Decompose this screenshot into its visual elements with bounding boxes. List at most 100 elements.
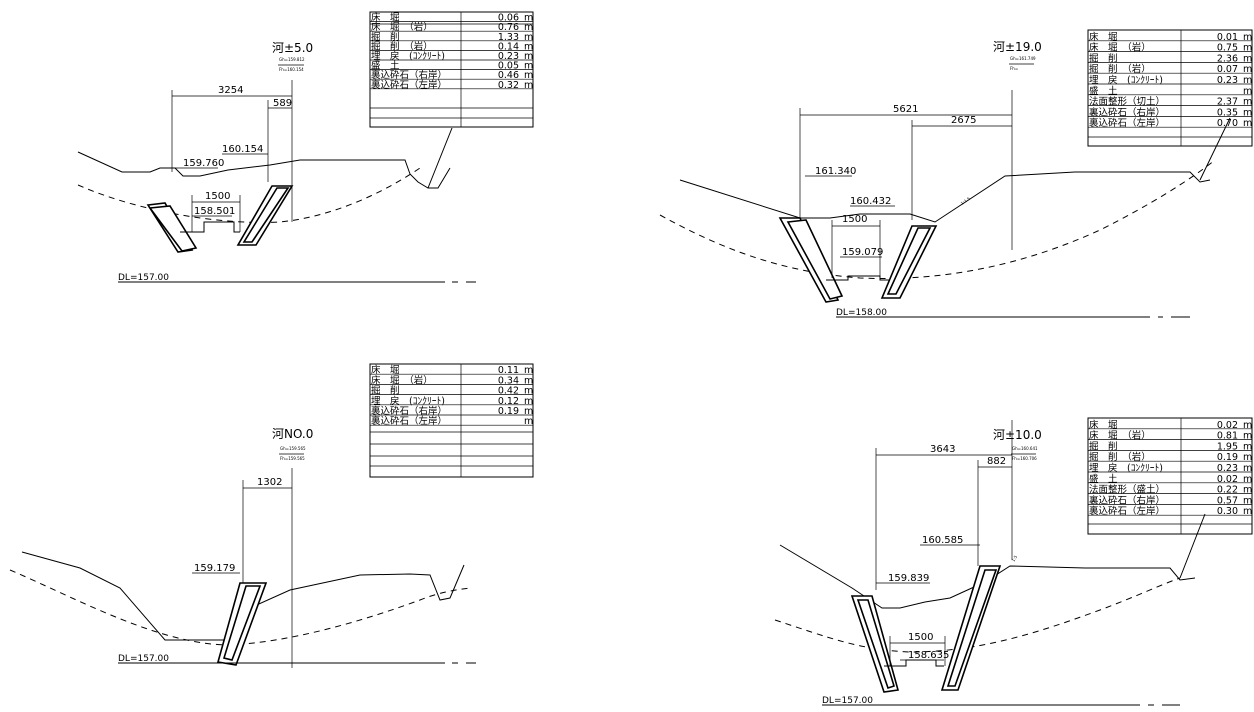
table-item-value: 0.30 bbox=[1217, 506, 1238, 517]
table-item-value: 0.42 bbox=[498, 386, 519, 397]
table-item-value: 0.81 bbox=[1217, 431, 1238, 442]
elev-top-right: 160.585 bbox=[922, 535, 963, 546]
table-item-label: 床 堀 bbox=[371, 12, 400, 24]
right-wall-inner bbox=[242, 187, 290, 243]
table-item-unit: m bbox=[1243, 97, 1252, 108]
table-item-value: 1.33 bbox=[498, 32, 519, 43]
dim-bottom: 1500 bbox=[908, 632, 933, 643]
excavation-line bbox=[9, 569, 471, 646]
table-item-label: 埋 戻 (ｺﾝｸﾘｰﾄ) bbox=[1089, 74, 1163, 86]
dim-total: 3254 bbox=[218, 85, 243, 96]
table-item-label: 床 堀 bbox=[1089, 419, 1118, 431]
dim-right: 589 bbox=[273, 98, 292, 109]
section-title: 河±10.0 bbox=[993, 428, 1042, 442]
table-item-unit: m bbox=[524, 375, 533, 386]
table-item-value: 1.95 bbox=[1217, 441, 1238, 452]
table-item-label: 掘 削 bbox=[371, 385, 400, 397]
table-item-unit: m bbox=[524, 70, 533, 81]
table-item-label: 埋 戻 (ｺﾝｸﾘｰﾄ) bbox=[1089, 462, 1163, 474]
slope-label: 1:1.5 bbox=[960, 196, 972, 206]
table-item-value: 0.70 bbox=[1217, 118, 1238, 129]
table-item-label: 埋 戻 (ｺﾝｸﾘｰﾄ) bbox=[371, 50, 445, 62]
ground-line bbox=[77, 151, 451, 189]
channel-bed bbox=[180, 221, 240, 233]
ground-line bbox=[21, 551, 465, 641]
table-item-value: 0.02 bbox=[1217, 474, 1238, 485]
table-item-value: 0.75 bbox=[1217, 43, 1238, 54]
table-item-label: 裏込砕石（右岸） bbox=[1089, 106, 1165, 118]
ground-line-right bbox=[427, 127, 453, 189]
table-item-unit: m bbox=[524, 22, 533, 33]
table-item-label: 盛 土 bbox=[371, 60, 400, 72]
table-item-value: 0.23 bbox=[1217, 463, 1238, 474]
datum-label: DL=157.00 bbox=[118, 654, 169, 664]
datum-label: DL=157.00 bbox=[118, 273, 169, 283]
table-item-unit: m bbox=[1243, 485, 1252, 496]
table-item-label: 掘 削 bbox=[1089, 440, 1118, 452]
table-item-unit: m bbox=[1243, 32, 1252, 43]
section-title: 河NO.0 bbox=[272, 427, 313, 441]
fh-label: Fh= bbox=[1010, 66, 1018, 71]
dim-bottom: 1500 bbox=[205, 191, 230, 202]
table-item-unit: m bbox=[1243, 420, 1252, 431]
table-item-unit: m bbox=[1243, 506, 1252, 517]
table-item-value: 0.23 bbox=[1217, 75, 1238, 86]
table-item-value: 0.76 bbox=[498, 22, 519, 33]
excavation-line bbox=[77, 167, 421, 223]
section-1: 3254 589 1500 160.154 159.760 158.501 河±… bbox=[77, 11, 534, 283]
table-item-label: 裏込砕石（右岸） bbox=[371, 69, 447, 81]
elev-bed: 158.635 bbox=[908, 650, 949, 661]
table-item-value: 0.11 bbox=[498, 365, 519, 376]
table-item-unit: m bbox=[1243, 43, 1252, 54]
table-item-label: 裏込砕石（右岸） bbox=[1089, 494, 1165, 506]
table-item-unit: m bbox=[1243, 107, 1252, 118]
elev-bed: 158.501 bbox=[194, 206, 235, 217]
table-item-unit: m bbox=[524, 13, 533, 24]
table-item-label: 盛 土 bbox=[1089, 473, 1118, 485]
table-item-unit: m bbox=[1243, 452, 1252, 463]
excavation-line bbox=[659, 159, 1216, 279]
elev-top: 159.179 bbox=[194, 563, 235, 574]
right-wall-inner bbox=[886, 227, 932, 295]
table-border bbox=[1087, 29, 1253, 147]
table-item-value: 0.35 bbox=[1217, 107, 1238, 118]
table-item-label: 床 堀 （岩） bbox=[371, 21, 433, 33]
table-item-unit: m bbox=[524, 416, 533, 427]
elev-top-left: 161.340 bbox=[815, 166, 856, 177]
table-item-label: 床 堀 bbox=[1089, 31, 1118, 43]
table-border bbox=[369, 363, 534, 478]
table-item-label: 裏込砕石（左岸） bbox=[1089, 505, 1165, 517]
table-item-label: 裏込砕石（右岸） bbox=[371, 405, 447, 417]
table-item-unit: m bbox=[524, 32, 533, 43]
table-item-label: 埋 戻 (ｺﾝｸﾘｰﾄ) bbox=[371, 395, 445, 407]
table-item-unit: m bbox=[1243, 431, 1252, 442]
table-item-value: 0.14 bbox=[498, 41, 519, 52]
dim-right: 882 bbox=[987, 456, 1006, 467]
table-item-value: 0.19 bbox=[498, 406, 519, 417]
section-4: 3643 882 1500 160.585 159.839 158.635 1:… bbox=[774, 417, 1253, 706]
right-wall-inner bbox=[946, 569, 998, 687]
fh-label: Fh=160.706 bbox=[1012, 456, 1037, 461]
table-item-value: 2.36 bbox=[1217, 53, 1238, 64]
table-item-value: 0.01 bbox=[1217, 32, 1238, 43]
table-item-unit: m bbox=[1243, 118, 1252, 129]
table-item-unit: m bbox=[524, 406, 533, 417]
table-item-label: 掘 削 （岩） bbox=[371, 40, 433, 52]
table-item-value: 0.02 bbox=[1217, 420, 1238, 431]
ground-line bbox=[679, 171, 1211, 223]
table-item-value: 0.19 bbox=[1217, 452, 1238, 463]
table-item-unit: m bbox=[1243, 64, 1252, 75]
elev-top-left: 159.839 bbox=[888, 573, 929, 584]
table-item-unit: m bbox=[1243, 75, 1252, 86]
dim-total: 5621 bbox=[893, 104, 918, 115]
table-item-unit: m bbox=[524, 386, 533, 397]
table-item-value: 0.07 bbox=[1217, 64, 1238, 75]
gh-label: Gh=159.565 bbox=[280, 446, 306, 451]
table-border bbox=[1087, 417, 1253, 535]
table-item-value: 0.22 bbox=[1217, 485, 1238, 496]
table-item-label: 裏込砕石（左岸） bbox=[371, 415, 447, 427]
left-wall-inner bbox=[786, 219, 844, 300]
table-item-unit: m bbox=[524, 51, 533, 62]
